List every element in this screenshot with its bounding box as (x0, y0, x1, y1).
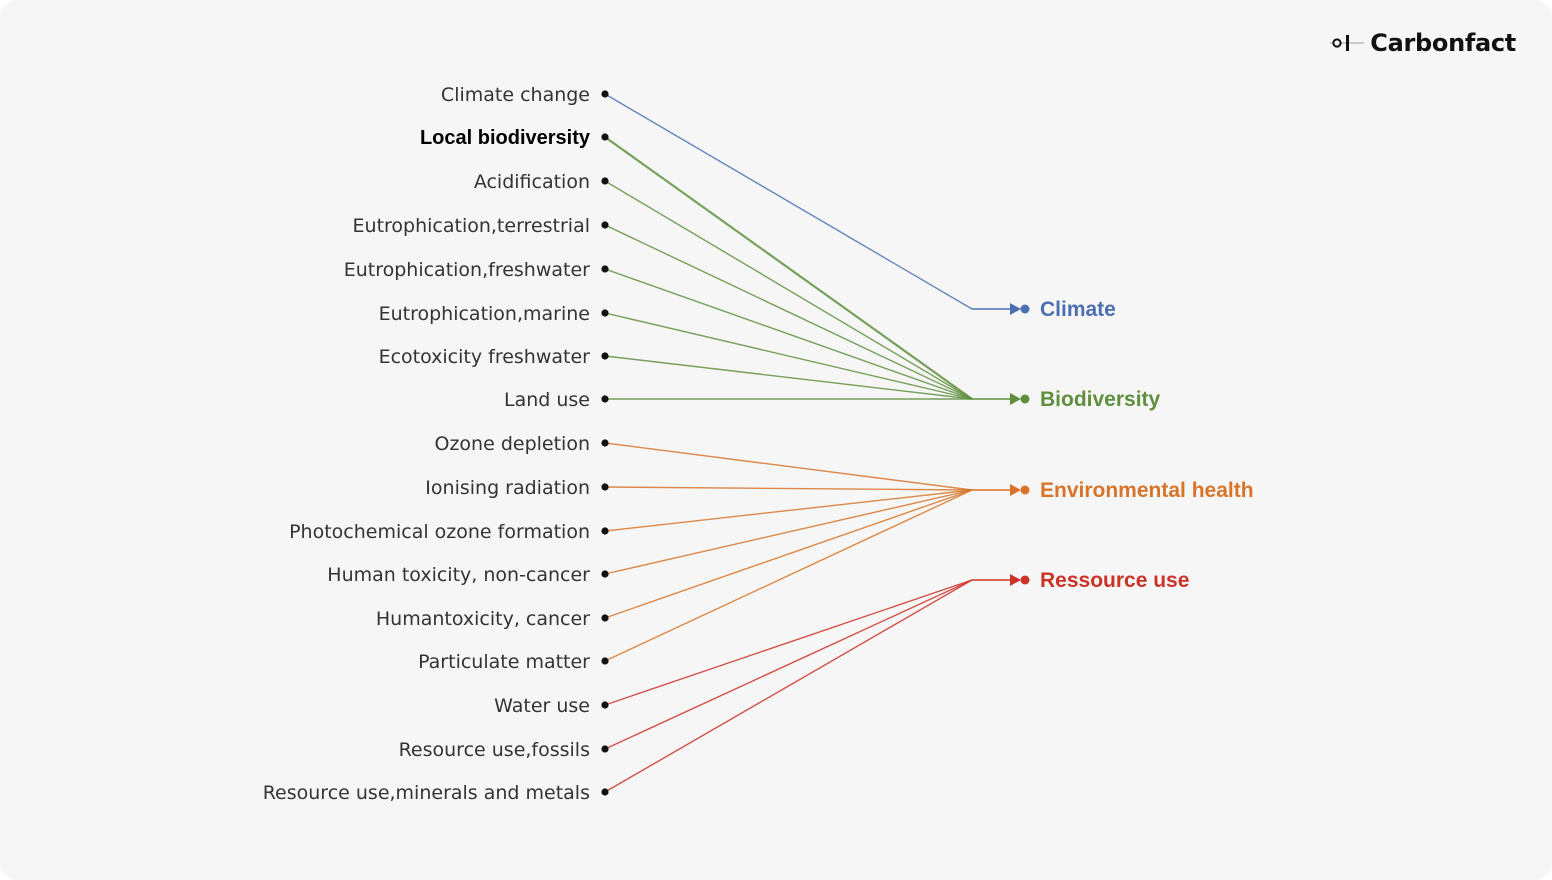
source-dot (601, 657, 609, 665)
source-label: Particulate matter (418, 651, 590, 673)
arrow-head-icon (1010, 484, 1021, 496)
source-dot (601, 701, 609, 709)
source-dot (601, 177, 609, 185)
connector-line (604, 93, 973, 310)
source-label: Eutrophication,marine (379, 303, 590, 325)
source-label: Eutrophication,freshwater (344, 259, 590, 281)
target-biodiversity: Biodiversity (972, 388, 1161, 411)
source-label: Climate change (441, 84, 590, 106)
source-label: Local biodiversity (420, 127, 591, 149)
target-resource-use: Ressource use (972, 569, 1189, 592)
source-label: Ionising radiation (425, 477, 590, 499)
source-dot (601, 788, 609, 796)
brand-name: Carbonfact (1370, 29, 1516, 57)
target-environmental-health: Environmental health (972, 479, 1254, 502)
arrow-head-icon (1010, 574, 1021, 586)
target-climate: Climate (972, 298, 1116, 321)
source-label: Eutrophication,terrestrial (353, 215, 590, 237)
connector-line (604, 489, 973, 619)
connector-line (604, 579, 973, 793)
target-label: Ressource use (1040, 569, 1189, 592)
source-label: Resource use,fossils (399, 739, 590, 761)
connector-line (604, 579, 973, 750)
connector-line (604, 486, 973, 491)
target-dot (1020, 304, 1030, 314)
connector-line (604, 489, 973, 532)
connector-line (604, 224, 973, 400)
source-dot (601, 570, 609, 578)
connector-line (604, 355, 973, 400)
source-label: Human toxicity, non-cancer (327, 564, 590, 586)
arrow-head-icon (1010, 393, 1021, 405)
connector-line (604, 312, 973, 400)
source-label: Humantoxicity, cancer (376, 608, 590, 630)
source-label: Ecotoxicity freshwater (379, 346, 591, 368)
brand: Carbonfact (1330, 28, 1516, 58)
source-label: Acidification (474, 171, 590, 193)
connector-line (604, 136, 973, 400)
connector-line (604, 579, 973, 706)
target-label: Environmental health (1040, 479, 1254, 502)
source-dot (601, 614, 609, 622)
source-label: Photochemical ozone formation (289, 521, 590, 543)
source-label: Ozone depletion (435, 433, 591, 455)
source-dot (601, 221, 609, 229)
arrow-head-icon (1010, 303, 1021, 315)
source-dot (601, 527, 609, 535)
target-label: Biodiversity (1040, 388, 1161, 411)
target-dot (1020, 394, 1030, 404)
source-dot (601, 265, 609, 273)
target-dot (1020, 575, 1030, 585)
carbonfact-logo-icon (1330, 35, 1365, 51)
connector-line (604, 489, 973, 662)
source-dot (601, 745, 609, 753)
source-label: Resource use,minerals and metals (263, 782, 590, 804)
source-dot (601, 309, 609, 317)
target-label: Climate (1040, 298, 1116, 321)
connector-line (604, 180, 973, 400)
connector-line (604, 442, 973, 491)
source-dot (601, 352, 609, 360)
source-dot (601, 483, 609, 491)
source-dot (601, 395, 609, 403)
source-dot (601, 90, 609, 98)
connector-line (604, 489, 973, 575)
source-dot (601, 439, 609, 447)
target-dot (1020, 485, 1030, 495)
source-dot (601, 133, 609, 141)
connector-lines (604, 93, 973, 793)
source-label: Land use (504, 389, 590, 411)
connector-line (604, 268, 973, 400)
source-label: Water use (494, 695, 590, 717)
